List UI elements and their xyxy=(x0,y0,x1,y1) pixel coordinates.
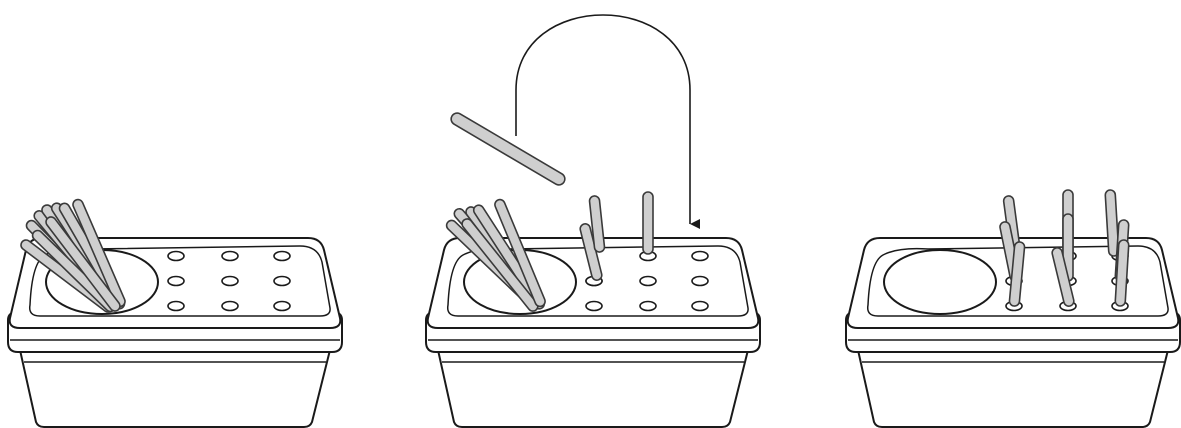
peg-hole xyxy=(692,252,708,261)
step-3-all-pegs-in-board xyxy=(846,190,1180,427)
peg-board-box xyxy=(8,198,342,427)
peg-hole xyxy=(274,252,290,261)
peg-hole xyxy=(640,277,656,286)
peg-hole xyxy=(274,302,290,311)
peg-hole xyxy=(222,277,238,286)
peg-hole xyxy=(222,252,238,261)
moving-peg xyxy=(449,111,567,187)
peg-hole xyxy=(692,302,708,311)
peg-hole xyxy=(168,277,184,286)
peg-hole xyxy=(168,252,184,261)
step-1-all-pegs-in-cup xyxy=(8,198,342,427)
peg-hole xyxy=(640,302,656,311)
peg-hole xyxy=(274,277,290,286)
peg-board-box xyxy=(846,190,1180,427)
peg-hole xyxy=(692,277,708,286)
peg-hole xyxy=(222,302,238,311)
cup-well xyxy=(884,250,996,314)
peg-hole xyxy=(168,302,184,311)
peg-board-box xyxy=(426,192,760,427)
peg-hole xyxy=(586,302,602,311)
step-2-moving-peg xyxy=(426,15,760,427)
move-arrow xyxy=(516,15,690,224)
peg-in-board xyxy=(643,192,653,254)
